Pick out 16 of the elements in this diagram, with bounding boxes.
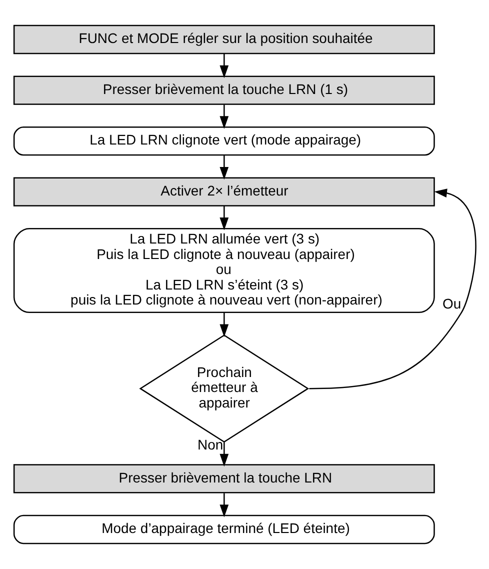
arrow <box>219 493 228 518</box>
arrow <box>219 312 228 337</box>
arrow <box>308 188 476 390</box>
node-box: La LED LRN clignote vert (mode appairage) <box>12 126 434 156</box>
node-box: Presser brièvement la touche LRN <box>12 464 434 494</box>
arrow <box>219 104 228 129</box>
arrow <box>219 206 228 230</box>
arrow <box>219 442 228 467</box>
node-box: Activer 2× l’émetteur <box>12 177 434 206</box>
edge-label: Ou <box>442 295 461 312</box>
arrow <box>219 156 228 180</box>
arrow <box>219 54 228 78</box>
node-box: FUNC et MODE régler sur la position souhaitée <box>12 24 434 54</box>
node-box: Mode d’appairage terminé (LED éteinte) <box>12 514 434 544</box>
node-box: Presser brièvement la touche LRN (1 s) <box>12 76 434 105</box>
node-box: La LED LRN allumée vert (3 s) Puis la LED clignote à nouveau (appairer) ou La LED LRN s’éteint (3 s) puis la LED clignote à nouveau vert (non-appairer) <box>12 228 434 314</box>
